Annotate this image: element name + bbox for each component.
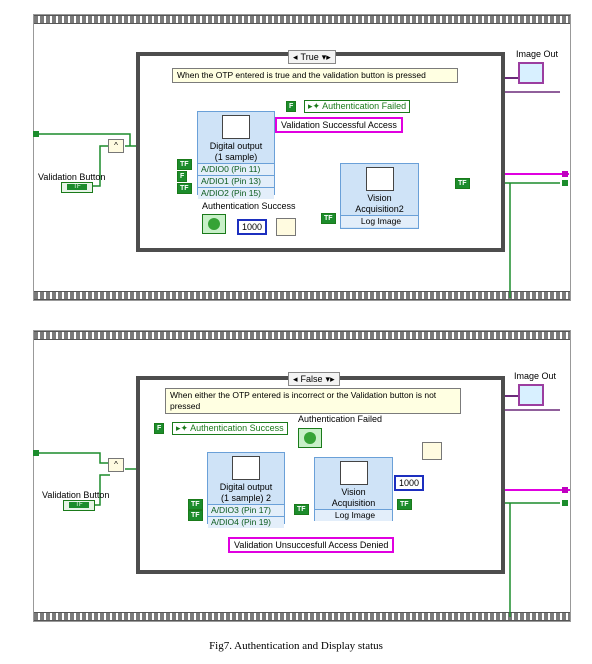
and-gate: ^ [108,139,124,153]
bool-out-true[interactable]: TF [455,178,470,189]
and-gate: ^ [108,458,124,472]
validation-button-terminal[interactable]: TF [63,500,95,511]
camera-icon [339,461,368,485]
vision-acquisition-subvi[interactable]: Vision Acquisition2 Log Image [340,163,419,229]
terminal-tag: TF [69,502,89,508]
validation-button-terminal[interactable]: TF [61,182,93,193]
selector-dropdown-arrow[interactable]: ▾▸ [325,374,335,384]
auth-failed-local[interactable]: ▸✦ Authentication Failed [304,100,411,113]
case-selector-true[interactable]: ◂ True ▾▸ [288,50,336,64]
image-out-label: Image Out [516,49,559,59]
comment-true: When the OTP entered is true and the val… [172,68,458,83]
vision-title: Vision Acquisition [331,487,376,508]
loop-border-bottom [34,291,570,300]
bool-tf-0[interactable]: TF [177,159,192,170]
camera-icon [365,167,394,191]
auth-success-led[interactable] [202,214,226,234]
validation-success-string[interactable]: Validation Successful Access [275,117,403,133]
bool-constant-f[interactable]: F [286,101,297,112]
auth-failed-led[interactable] [298,428,322,448]
case-selector-false[interactable]: ◂ False ▾▸ [288,372,340,386]
bool-out-false[interactable]: TF [397,499,412,510]
auth-success-local[interactable]: ▸✦ Authentication Success [172,422,288,435]
figure-caption: Fig7. Authentication and Display status [209,640,383,652]
timer-constant[interactable]: 1000 [237,219,268,235]
led-icon [208,218,220,230]
pin-row-0: A/DIO0 (Pin 11) [198,163,274,175]
image-out-label: Image Out [514,371,557,381]
bool-tf-1[interactable]: TF [188,510,203,521]
auth-failed-label: Authentication Failed [322,101,407,111]
timer-constant[interactable]: 1000 [394,475,425,491]
daq-icon [232,456,260,480]
pin-row-0: A/DIO3 (Pin 17) [208,504,284,516]
tunnel-right-pink [562,171,568,177]
auth-success-label: Authentication Success [202,201,296,211]
validation-unsuccess-string[interactable]: Validation Unsuccesfull Access Denied [228,537,395,553]
vision-acquisition-subvi[interactable]: Vision Acquisition Log Image [314,457,393,521]
selector-left-arrow[interactable]: ◂ [293,52,298,62]
digital-output-title: Digital output (1 sample) 2 [219,482,273,503]
bool-log-image[interactable]: TF [294,504,309,515]
comment-false: When either the OTP entered is incorrect… [165,388,461,414]
bool-log-image[interactable]: TF [321,213,336,224]
auth-failed-label: Authentication Failed [298,414,383,424]
bool-f-1[interactable]: F [177,171,188,182]
log-image-row: Log Image [315,509,392,521]
led-icon [304,432,316,444]
log-image-row: Log Image [341,215,418,227]
case-selector-value: True [300,52,319,62]
validation-button-label: Validation Button [42,490,110,500]
image-out-indicator[interactable] [518,384,544,406]
selector-dropdown-arrow[interactable]: ▾▸ [321,52,331,62]
bool-constant-f[interactable]: F [154,423,165,434]
wait-ms-icon [276,218,296,236]
digital-output-title: Digital output (1 sample) [209,141,263,162]
tunnel-right-green [562,500,568,506]
loop-border-top [34,331,570,340]
terminal-tag: TF [67,184,87,190]
pin-row-2: A/DIO2 (Pin 15) [198,187,274,199]
pin-row-1: A/DIO4 (Pin 19) [208,516,284,528]
bool-tf-2[interactable]: TF [177,183,192,194]
vision-title: Vision Acquisition2 [355,193,404,214]
pin-row-1: A/DIO1 (Pin 13) [198,175,274,187]
tunnel-left [33,131,39,137]
tunnel-right-pink [562,487,568,493]
digital-output-subvi[interactable]: Digital output (1 sample) A/DIO0 (Pin 11… [197,111,275,199]
image-out-indicator[interactable] [518,62,544,84]
auth-success-label: Authentication Success [190,423,284,433]
validation-button-label: Validation Button [38,172,106,182]
tunnel-left [33,450,39,456]
selector-left-arrow[interactable]: ◂ [293,374,298,384]
tunnel-right-green [562,180,568,186]
digital-output-subvi-2[interactable]: Digital output (1 sample) 2 A/DIO3 (Pin … [207,452,285,528]
wait-ms-icon [422,442,442,460]
case-selector-value: False [300,374,323,384]
bool-tf-0[interactable]: TF [188,499,203,510]
daq-icon [222,115,250,139]
loop-border-top [34,15,570,24]
loop-border-bottom [34,612,570,621]
